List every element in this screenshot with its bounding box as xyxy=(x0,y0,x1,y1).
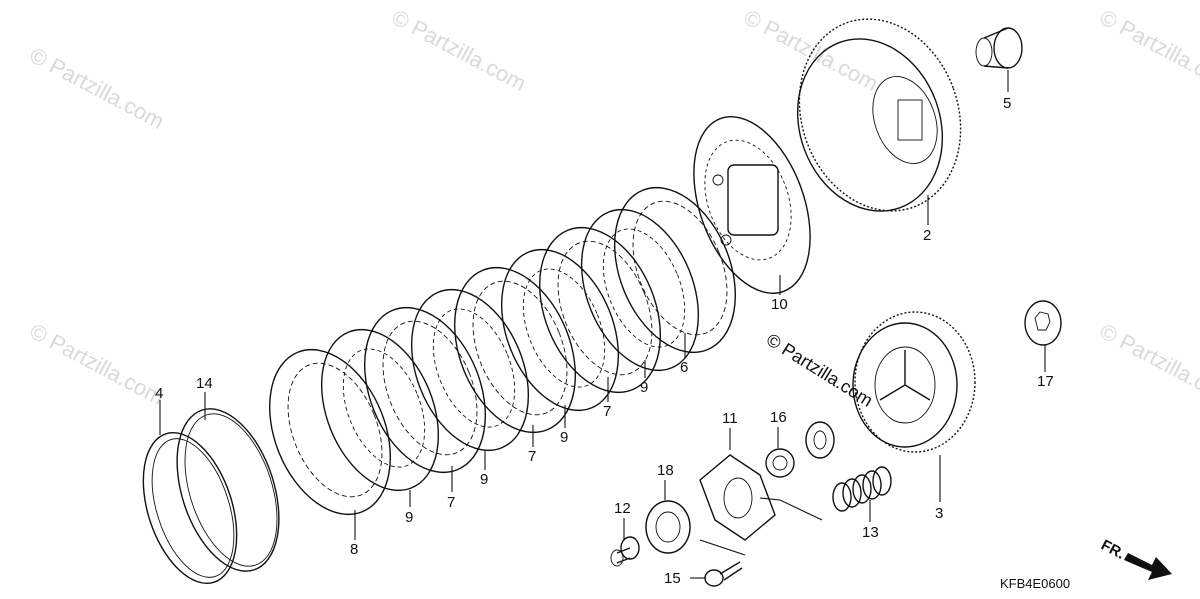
watermark-text: © Partzilla.com xyxy=(26,42,169,134)
callout-7[interactable]: 7 xyxy=(447,494,455,511)
part-3-pressure-plate[interactable] xyxy=(852,311,976,453)
part-18-bearing[interactable] xyxy=(645,500,691,554)
part-15-bolt[interactable] xyxy=(704,561,743,587)
callout-18[interactable]: 18 xyxy=(657,462,674,479)
callout-5[interactable]: 5 xyxy=(1003,95,1011,112)
callout-14[interactable]: 14 xyxy=(196,375,213,392)
callout-3[interactable]: 3 xyxy=(935,505,943,522)
part-8-friction-disk[interactable] xyxy=(247,332,413,533)
callout-7[interactable]: 7 xyxy=(603,403,611,420)
callout-9[interactable]: 9 xyxy=(405,509,413,526)
watermark-text: © Partzilla.com xyxy=(1096,4,1200,96)
front-label: FR. xyxy=(1098,537,1127,563)
part-9-clutch-plate[interactable] xyxy=(389,272,550,467)
center-watermark: © Partzilla.com xyxy=(763,329,876,410)
part-2-clutch-outer[interactable] xyxy=(773,0,987,234)
callout-15[interactable]: 15 xyxy=(664,570,681,587)
part-9-clutch-plate[interactable] xyxy=(299,312,460,507)
part-washer[interactable] xyxy=(805,421,835,459)
part-14-ring[interactable] xyxy=(158,396,297,584)
part-7-friction-disk[interactable] xyxy=(342,290,508,491)
callout-10[interactable]: 10 xyxy=(771,296,788,313)
leader-lines xyxy=(159,70,1046,579)
callout-12[interactable]: 12 xyxy=(614,500,631,517)
callout-4[interactable]: 4 xyxy=(155,385,163,402)
part-11-lifter-plate[interactable] xyxy=(699,454,776,541)
callout-13[interactable]: 13 xyxy=(862,524,879,541)
callout-7[interactable]: 7 xyxy=(528,448,536,465)
watermark-text: © Partzilla.com xyxy=(26,318,169,410)
callout-8[interactable]: 8 xyxy=(350,541,358,558)
callout-17[interactable]: 17 xyxy=(1037,373,1054,390)
callout-11[interactable]: 11 xyxy=(722,410,738,427)
callout-9[interactable]: 9 xyxy=(480,471,488,488)
part-4-snap-ring[interactable] xyxy=(126,421,254,595)
callout-16[interactable]: 16 xyxy=(770,409,787,426)
diagram-code: KFB4E0600 xyxy=(1000,576,1070,591)
part-16-nut[interactable] xyxy=(765,448,795,478)
part-17-lock-washer[interactable] xyxy=(1024,300,1062,346)
part-13-spring[interactable] xyxy=(832,466,892,512)
watermark-text: © Partzilla.com xyxy=(1096,318,1200,410)
front-direction-marker: FR. xyxy=(1098,537,1172,580)
part-10-clutch-center[interactable] xyxy=(672,101,833,309)
callout-labels: 4 14 8 9 7 9 7 9 7 9 6 10 2 5 3 17 11 16… xyxy=(155,95,1054,587)
watermarks: © Partzilla.com © Partzilla.com © Partzi… xyxy=(26,4,1200,410)
watermark-text: © Partzilla.com xyxy=(388,4,531,96)
watermark-text: © Partzilla.com xyxy=(740,4,883,96)
part-5-collar[interactable] xyxy=(975,27,1023,69)
callout-6[interactable]: 6 xyxy=(680,359,688,376)
callout-9[interactable]: 9 xyxy=(560,429,568,446)
part-7-friction-disk[interactable] xyxy=(432,250,598,451)
callout-9[interactable]: 9 xyxy=(640,379,648,396)
part-9-clutch-plate[interactable] xyxy=(559,192,720,387)
part-12-lifter-pin[interactable] xyxy=(610,536,640,567)
part-7-friction-disk[interactable] xyxy=(517,210,683,411)
callout-2[interactable]: 2 xyxy=(923,227,931,244)
part-6-friction-disk[interactable] xyxy=(592,170,758,371)
front-arrow-icon xyxy=(1124,553,1172,580)
